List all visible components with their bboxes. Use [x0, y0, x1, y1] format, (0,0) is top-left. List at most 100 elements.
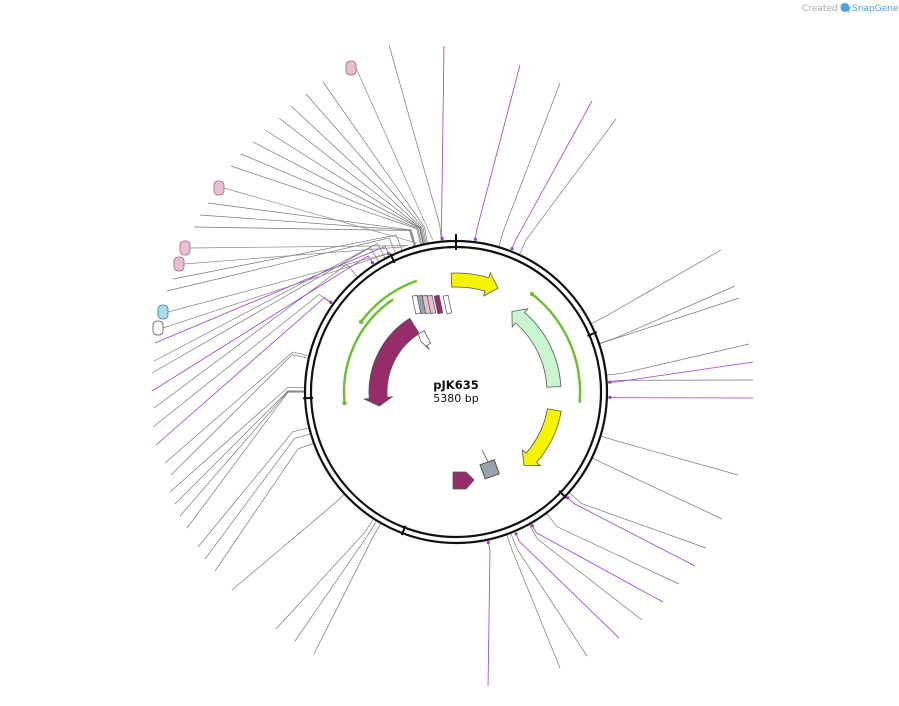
primer-leader [151, 255, 373, 392]
scale-tick [400, 525, 407, 536]
feature-arrow-laci-promoter [416, 329, 432, 350]
feature-box-bom [479, 459, 500, 480]
orf-arrowhead [342, 400, 347, 406]
site-leader [498, 82, 561, 247]
orf-arc [531, 293, 582, 403]
site-leader [240, 153, 422, 245]
small-feature-block [433, 294, 444, 315]
site-leader [231, 494, 345, 591]
boxed-feature-leader [223, 187, 417, 244]
site-leader [600, 297, 740, 345]
scale-tick [389, 253, 396, 264]
site-leader [313, 523, 381, 655]
site-leader [546, 513, 680, 585]
feature-arrow-laci [362, 317, 420, 407]
credit-text: Created by [802, 4, 852, 14]
primer-marker [510, 246, 514, 251]
boxed-feature-box [157, 304, 169, 320]
site-leader [294, 521, 377, 642]
site-leader [529, 524, 643, 621]
label-layer [152, 60, 357, 336]
boxed-feature-leader [189, 245, 409, 249]
primer-leader [441, 45, 445, 239]
plasmid-backbone [303, 234, 609, 545]
primer-leader [567, 497, 696, 567]
site-leader [569, 492, 707, 549]
site-leader [204, 433, 311, 560]
site-leader [388, 44, 442, 241]
primer-marker [386, 251, 391, 256]
orf-arc [342, 298, 394, 404]
orf-arc [360, 279, 418, 323]
site-leader [164, 351, 309, 464]
primer-marker [473, 237, 477, 241]
site-leader [264, 129, 424, 244]
site-leader [214, 443, 314, 572]
primer-marker [440, 237, 444, 241]
primer-marker [566, 496, 570, 500]
primer-marker [608, 395, 612, 399]
primer-leader [531, 525, 664, 603]
small-feature-block [426, 294, 437, 315]
site-leader [199, 214, 416, 246]
scale-tick [558, 490, 568, 499]
primer-marker [329, 300, 333, 304]
small-feature-block [442, 294, 453, 315]
primer-leader [487, 542, 491, 687]
leader-lines [151, 44, 754, 687]
snapgene-logo-icon [840, 3, 850, 12]
primer-leader [511, 100, 593, 249]
site-leader [230, 165, 421, 245]
site-leader [290, 105, 426, 244]
credit-brand: SnapGene [852, 4, 899, 14]
site-leader [207, 202, 416, 246]
feature-arrow-ori [521, 408, 562, 467]
primer-marker [530, 524, 534, 528]
feature-arrow-rop [452, 471, 475, 490]
primer-leader [609, 396, 754, 399]
boxed-feature-leader [167, 252, 390, 313]
site-leader [172, 234, 403, 280]
boxed-feature-box [213, 180, 225, 196]
feature-leader-bom [481, 449, 489, 463]
plasmid-center-label: pJK635 5380 bp [433, 378, 478, 405]
boxed-feature-leader [183, 246, 405, 265]
site-leader [510, 533, 588, 657]
primer-leader [609, 361, 754, 383]
site-leader [193, 226, 415, 247]
site-leader [170, 354, 308, 476]
site-leader [179, 391, 305, 517]
primer-marker [370, 261, 375, 265]
site-leader [252, 141, 424, 244]
primer-leader [154, 245, 389, 344]
orf-arrowhead [529, 291, 535, 297]
site-leader [153, 243, 386, 362]
site-leader [591, 249, 722, 324]
primer-leader [474, 64, 521, 240]
site-leader [592, 457, 723, 520]
primer-marker [486, 540, 490, 545]
scale-tick [587, 331, 598, 337]
site-leader [275, 519, 374, 630]
feature-layer [329, 237, 612, 545]
site-leader [506, 535, 561, 669]
boxed-feature-box [173, 256, 185, 272]
primer-leader [515, 533, 620, 639]
primer-marker [608, 380, 612, 384]
primer-leader [155, 297, 332, 446]
site-leader [174, 390, 305, 505]
boxed-feature-leader [355, 67, 434, 240]
feature-arrow-kanr [511, 308, 562, 388]
site-leader [153, 263, 358, 409]
site-leader [607, 343, 750, 376]
orf-arrowhead [358, 319, 364, 325]
boxed-feature-leader [162, 253, 389, 329]
feature-arrow-f1-ori [450, 271, 499, 297]
site-leader [169, 386, 305, 493]
site-leader [519, 118, 617, 255]
site-leader [197, 427, 309, 548]
plasmid-name: pJK635 [433, 378, 478, 392]
site-leader [601, 435, 739, 476]
